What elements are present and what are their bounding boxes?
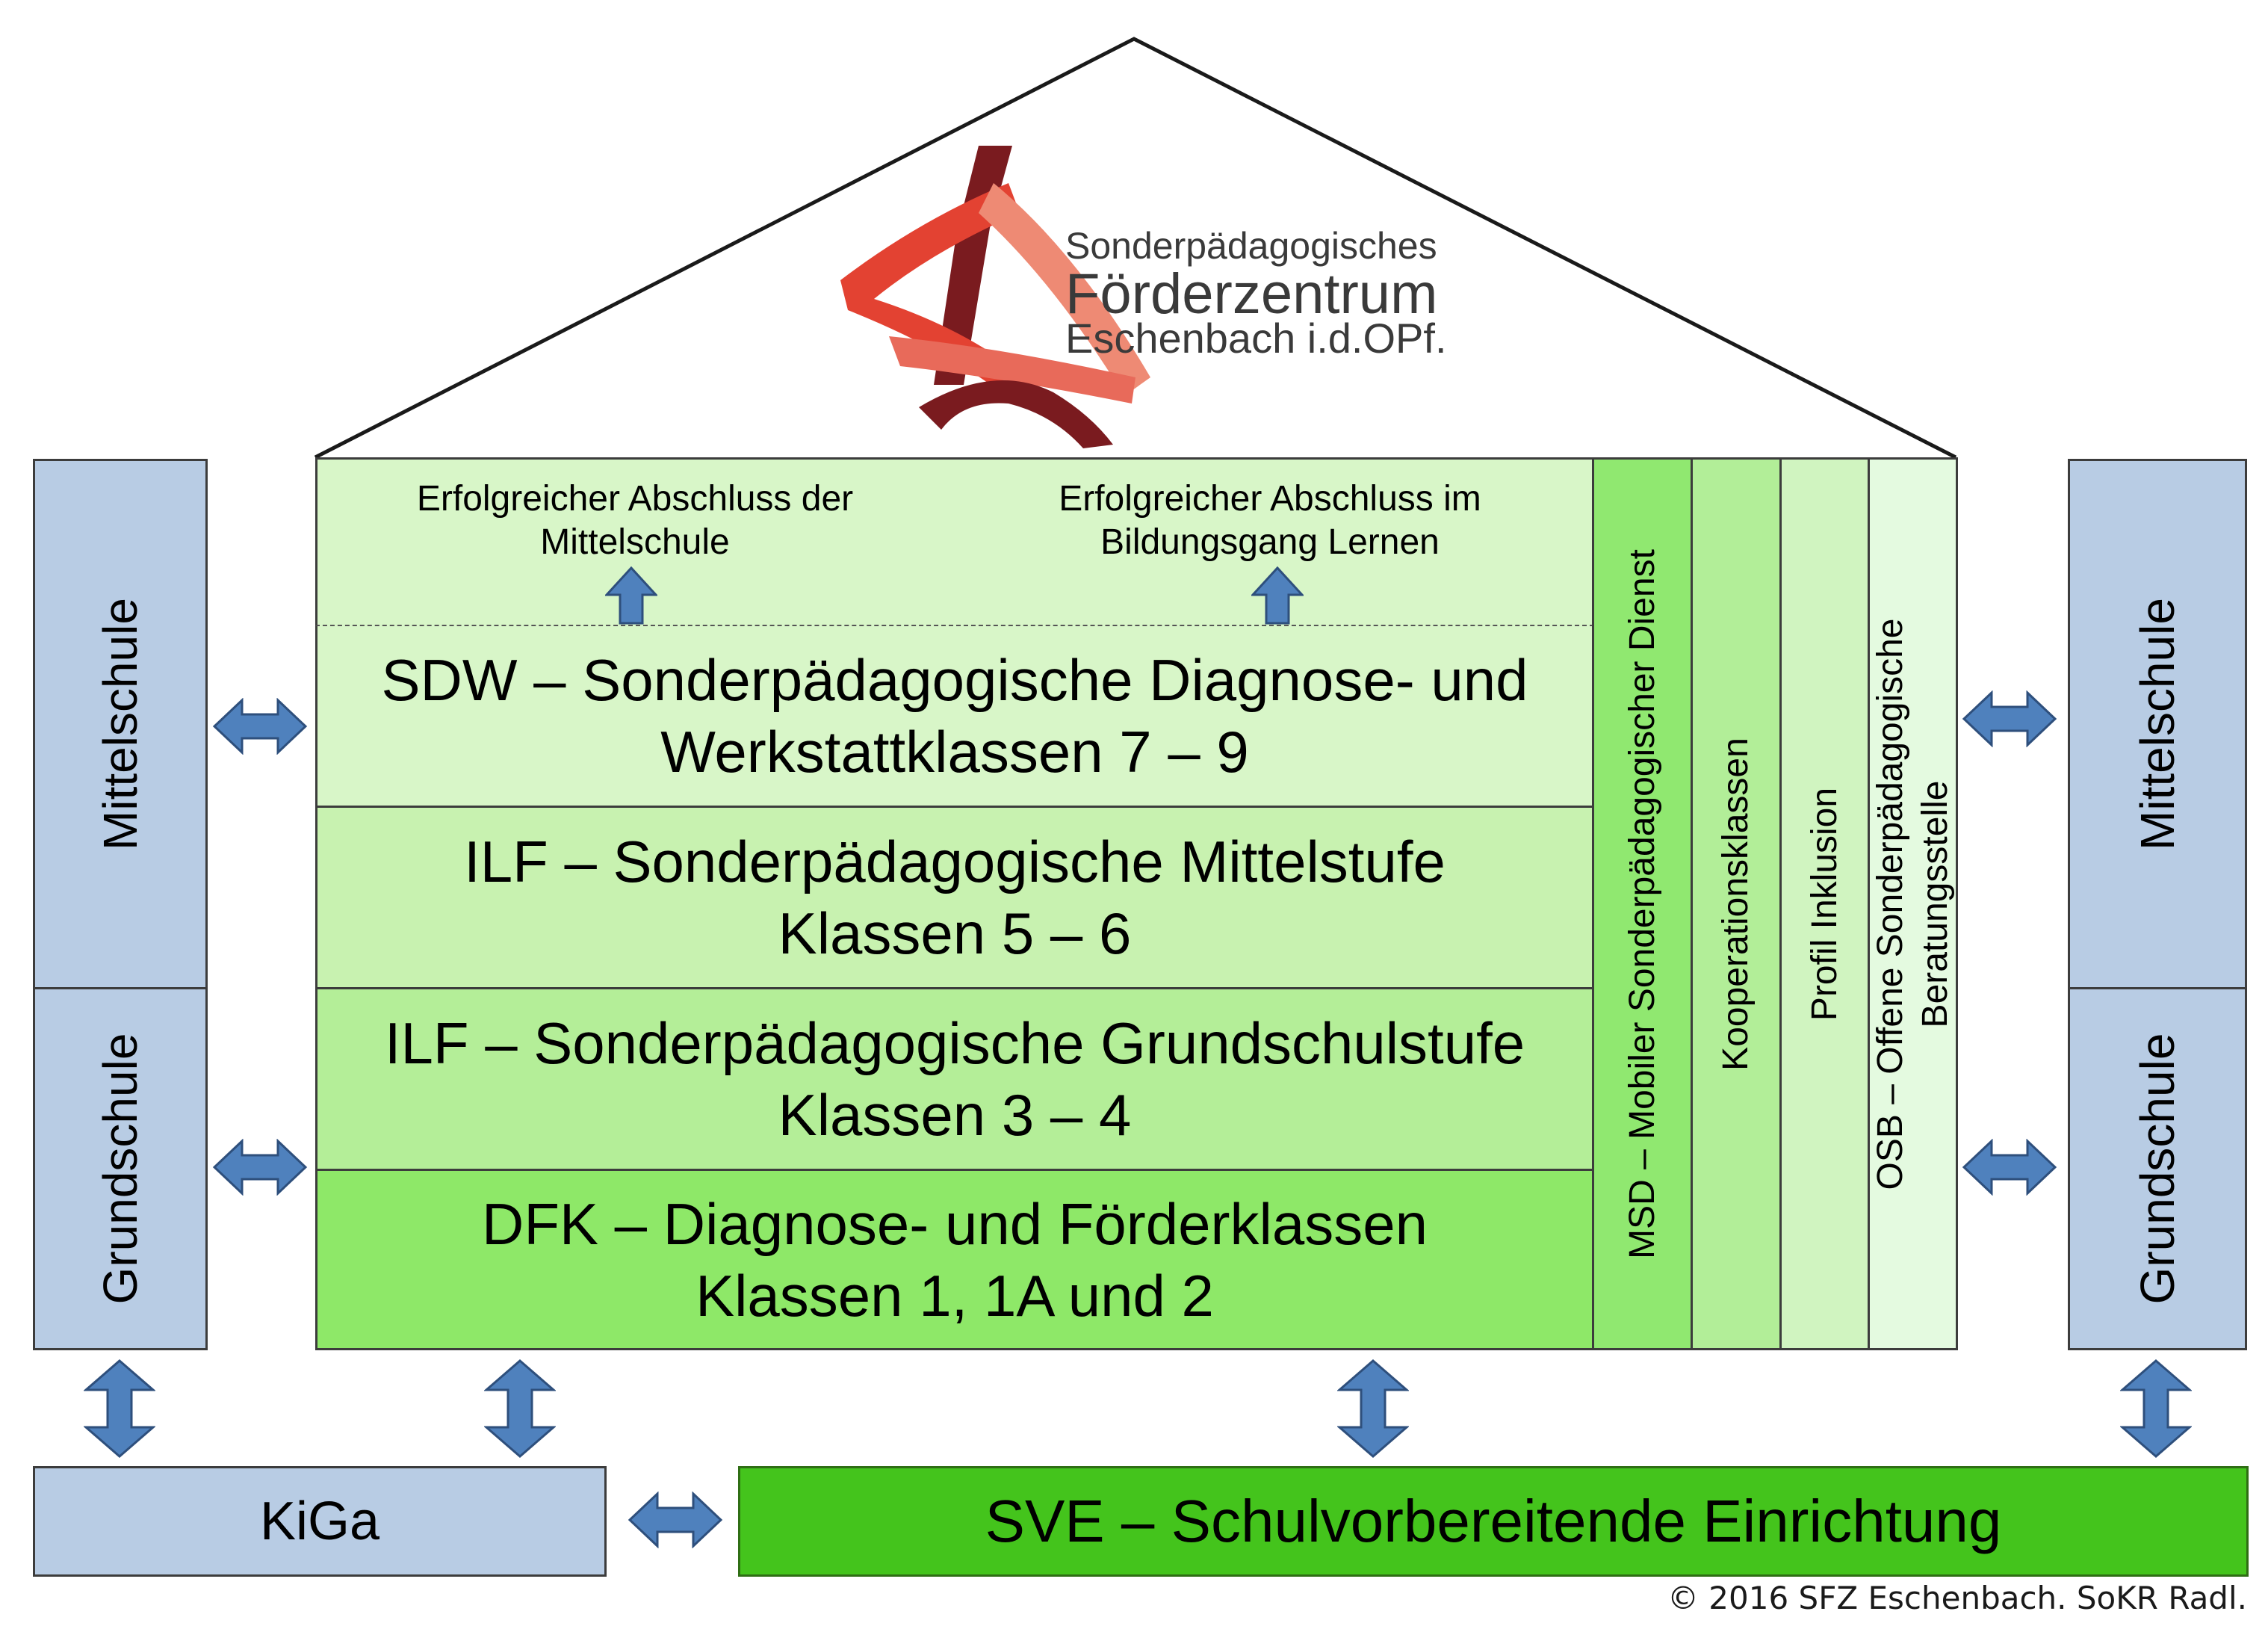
left-mittelschule-box: Mittelschule — [33, 459, 208, 989]
roof — [314, 37, 1957, 460]
left-grundschule-label: Grundschule — [93, 1033, 147, 1305]
right-mittelschule-label: Mittelschule — [2131, 598, 2184, 850]
column-msd-label: MSD – Mobiler Sonderpädagogischer Dienst — [1622, 548, 1662, 1259]
band-mittelstufe-line2: Klassen 5 – 6 — [778, 900, 1132, 966]
sfz-logo-icon — [840, 146, 1150, 448]
column-osb-line1: OSB – Offene Sonderpädagogische — [1870, 618, 1910, 1190]
double-arrow-vertical-icon — [2120, 1359, 2192, 1458]
double-arrow-horizontal-icon — [212, 698, 308, 755]
band-dfk-line1: DFK – Diagnose- und Förderklassen — [482, 1190, 1428, 1257]
sve-label: SVE – Schulvorbereitende Einrichtung — [985, 1488, 2002, 1554]
column-osb-line2: Beratungsstelle — [1915, 780, 1955, 1027]
column-osb: OSB – Offene Sonderpädagogische Beratung… — [1870, 457, 1958, 1350]
right-grundschule-label: Grundschule — [2131, 1033, 2184, 1305]
left-grundschule-box: Grundschule — [33, 987, 208, 1350]
column-kooperation-label: Kooperationsklassen — [1716, 737, 1756, 1071]
band-dfk: DFK – Diagnose- und Förderklassen Klasse… — [315, 1171, 1594, 1350]
copyright-text: © 2016 SFZ Eschenbach. SoKR Radl. — [1667, 1580, 2247, 1616]
band-sdw-line1: SDW – Sonderpädagogische Diagnose- und — [381, 647, 1528, 713]
logo-text-line3: Eschenbach i.d.OPf. — [1065, 315, 1447, 362]
double-arrow-horizontal-icon — [212, 1139, 308, 1196]
logo-text-line2: Förderzentrum — [1065, 262, 1438, 326]
right-grundschule-box: Grundschule — [2068, 987, 2247, 1350]
right-mittelschule-box: Mittelschule — [2068, 459, 2247, 989]
up-arrow-icon — [1251, 566, 1304, 625]
band-mittelstufe: ILF – Sonderpädagogische Mittelstufe Kla… — [315, 808, 1594, 989]
band-sdw-line2: Werkstattklassen 7 – 9 — [660, 719, 1249, 785]
column-msd: MSD – Mobiler Sonderpädagogischer Dienst — [1592, 457, 1693, 1350]
band-grundschulstufe-line1: ILF – Sonderpädagogische Grundschulstufe — [384, 1010, 1525, 1076]
band-grundschulstufe: ILF – Sonderpädagogische Grundschulstufe… — [315, 989, 1594, 1171]
sve-box: SVE – Schulvorbereitende Einrichtung — [738, 1466, 2249, 1577]
double-arrow-vertical-icon — [484, 1359, 556, 1458]
achievement-mittelschule-line1: Erfolgreicher Abschluss der — [416, 479, 854, 519]
band-dfk-line2: Klassen 1, 1A und 2 — [695, 1262, 1214, 1329]
up-arrow-icon — [605, 566, 657, 625]
column-profil-label: Profil Inklusion — [1804, 787, 1844, 1021]
kiga-box: KiGa — [33, 1466, 607, 1577]
double-arrow-vertical-icon — [84, 1359, 155, 1458]
column-profil-inklusion: Profil Inklusion — [1782, 457, 1870, 1350]
column-osb-label: OSB – Offene Sonderpädagogische Beratung… — [1868, 618, 1958, 1190]
achievement-mittelschule-line2: Mittelschule — [540, 522, 730, 562]
column-kooperation: Kooperationsklassen — [1693, 457, 1782, 1350]
left-mittelschule-label: Mittelschule — [93, 598, 147, 850]
achievement-lernen: Erfolgreicher Abschluss im Bildungsgang … — [994, 472, 1546, 569]
double-arrow-horizontal-icon — [1962, 690, 2057, 747]
top-achievements-row — [315, 457, 1594, 626]
double-arrow-horizontal-icon — [628, 1492, 723, 1548]
double-arrow-horizontal-icon — [1962, 1139, 2057, 1196]
achievement-lernen-line2: Bildungsgang Lernen — [1100, 522, 1440, 562]
band-mittelstufe-line1: ILF – Sonderpädagogische Mittelstufe — [464, 829, 1446, 894]
achievement-lernen-line1: Erfolgreicher Abschluss im — [1059, 479, 1481, 519]
achievement-mittelschule: Erfolgreicher Abschluss der Mittelschule — [359, 472, 911, 569]
band-grundschulstufe-line2: Klassen 3 – 4 — [778, 1082, 1132, 1148]
kiga-label: KiGa — [259, 1492, 380, 1551]
band-sdw: SDW – Sonderpädagogische Diagnose- und W… — [315, 626, 1594, 808]
logo-text-line1: Sonderpädagogisches — [1065, 225, 1437, 267]
double-arrow-vertical-icon — [1337, 1359, 1409, 1458]
